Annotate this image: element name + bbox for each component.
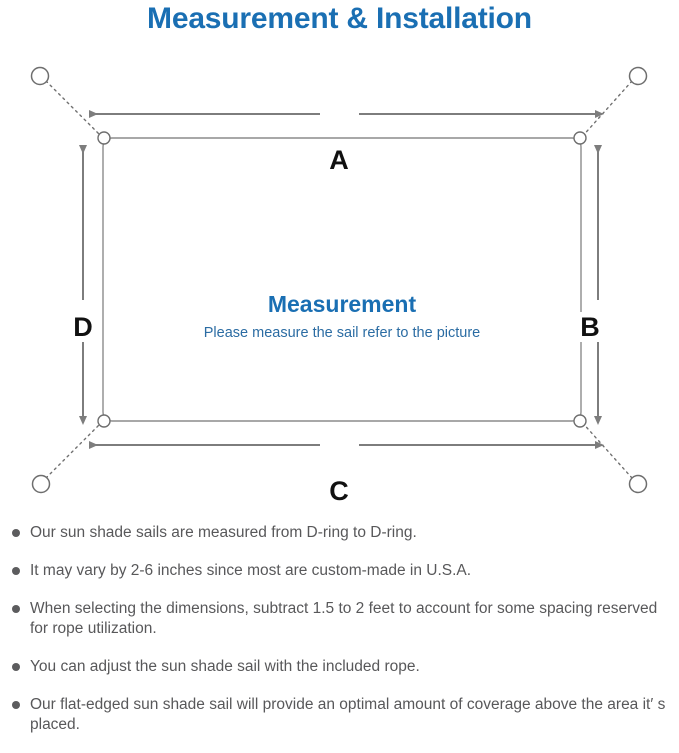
bullet-icon bbox=[12, 529, 20, 537]
list-item: Our sun shade sails are measured from D-… bbox=[0, 523, 679, 543]
sail-subheading: Please measure the sail refer to the pic… bbox=[203, 325, 481, 341]
sail-rectangle bbox=[102, 137, 582, 422]
note-text: Our flat-edged sun shade sail will provi… bbox=[30, 696, 666, 733]
note-text: It may vary by 2-6 inches since most are… bbox=[30, 562, 472, 579]
dimension-label-b: B bbox=[573, 312, 607, 342]
diagram-canvas bbox=[30, 66, 648, 494]
note-text: When selecting the dimensions, subtract … bbox=[30, 600, 658, 637]
notes-list: Our sun shade sails are measured from D-… bbox=[0, 523, 679, 753]
d-ring-top-right bbox=[573, 131, 587, 145]
note-text: Our sun shade sails are measured from D-… bbox=[30, 524, 417, 541]
dimension-label-c: C bbox=[318, 476, 360, 506]
page-title: Measurement & Installation bbox=[147, 2, 532, 35]
dimension-label-a: A bbox=[318, 145, 360, 175]
bullet-icon bbox=[12, 605, 20, 613]
bullet-icon bbox=[12, 701, 20, 709]
bullet-icon bbox=[12, 663, 20, 671]
rope-bottom-right bbox=[579, 419, 633, 479]
rope-top-left bbox=[45, 80, 105, 140]
bullet-icon bbox=[12, 567, 20, 575]
sail-diagram: Measurement Please measure the sail refe… bbox=[0, 48, 679, 513]
rope-top-right bbox=[579, 80, 633, 140]
dimension-label-d: D bbox=[66, 312, 100, 342]
sail-heading: Measurement bbox=[267, 291, 417, 317]
anchor-ring-top-left bbox=[30, 66, 50, 86]
anchor-ring-bottom-right bbox=[628, 474, 648, 494]
anchor-ring-top-right bbox=[628, 66, 648, 86]
anchor-ring-bottom-left bbox=[31, 474, 51, 494]
list-item: When selecting the dimensions, subtract … bbox=[0, 599, 679, 639]
d-ring-bottom-left bbox=[97, 414, 111, 428]
list-item: Our flat-edged sun shade sail will provi… bbox=[0, 695, 679, 735]
list-item: You can adjust the sun shade sail with t… bbox=[0, 657, 679, 677]
list-item: It may vary by 2-6 inches since most are… bbox=[0, 561, 679, 581]
note-text: You can adjust the sun shade sail with t… bbox=[30, 658, 420, 675]
d-ring-bottom-right bbox=[573, 414, 587, 428]
rope-bottom-left bbox=[45, 419, 105, 479]
d-ring-top-left bbox=[97, 131, 111, 145]
